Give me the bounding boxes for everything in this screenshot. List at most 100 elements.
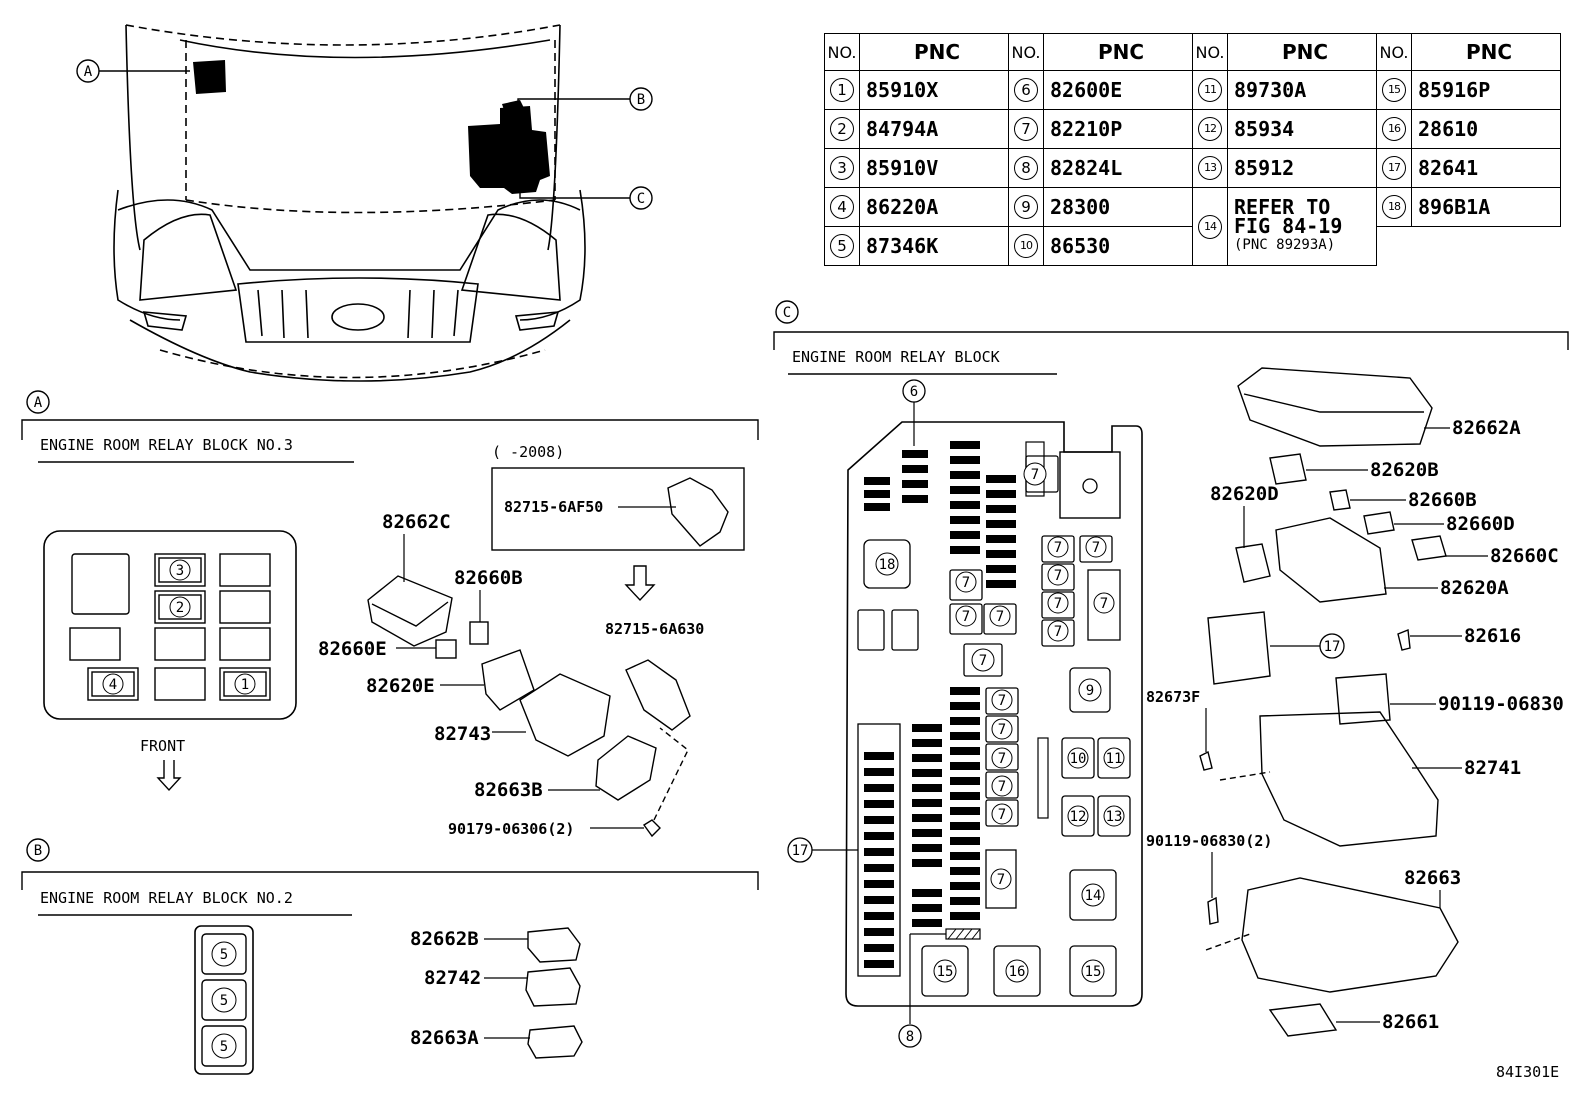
- svg-text:7: 7: [1031, 467, 1039, 483]
- header-pnc: PNC: [859, 33, 1009, 71]
- callout-a: A: [76, 59, 190, 83]
- pnc-value: 28300: [1043, 187, 1193, 227]
- relay-82620b-shape: [1269, 453, 1307, 485]
- slot-4: 4: [102, 673, 124, 695]
- header-no: NO.: [824, 33, 860, 71]
- part-label-82620B: 82620B: [1370, 459, 1439, 481]
- svg-text:17: 17: [792, 843, 809, 859]
- bracket-old-shape: [667, 477, 729, 547]
- block-location-b-shape: [502, 100, 526, 116]
- svg-text:7: 7: [997, 872, 1005, 888]
- refer-note: REFER TO FIG 84-19 (PNC 89293A): [1227, 187, 1377, 266]
- refer-line: FIG 84-19: [1234, 214, 1343, 238]
- svg-text:7: 7: [998, 779, 1006, 795]
- svg-text:18: 18: [879, 557, 896, 573]
- vehicle-front-view: [113, 24, 586, 382]
- svg-text:7: 7: [996, 609, 1004, 625]
- bracket-new-shape: [625, 659, 691, 731]
- part-label-90179-06306: 90179-06306(2): [448, 820, 574, 838]
- svg-text:7: 7: [962, 575, 970, 591]
- bracket-82661-shape: [1268, 1003, 1338, 1037]
- relay-82660e-shape: [435, 639, 457, 659]
- item-number: 3: [830, 156, 854, 180]
- year-note: ( -2008): [492, 443, 564, 461]
- relay-82620e-shape: [481, 649, 535, 711]
- part-label-82620D: 82620D: [1210, 483, 1279, 505]
- section-c-marker: C: [783, 305, 791, 321]
- section-a: A ENGINE ROOM RELAY BLOCK NO.3 3 2 4 1: [21, 390, 759, 838]
- svg-text:11: 11: [1106, 751, 1123, 767]
- slot-1: 1: [234, 673, 256, 695]
- svg-text:7: 7: [962, 609, 970, 625]
- svg-text:8: 8: [906, 1029, 914, 1045]
- pnc-value: 89730A: [1227, 70, 1377, 110]
- svg-text:12: 12: [1070, 809, 1087, 825]
- slot-label: 5: [220, 1039, 228, 1055]
- cover-82662c-shape: [367, 575, 453, 647]
- svg-text:7: 7: [1054, 624, 1062, 640]
- pnc-value: 84794A: [859, 109, 1009, 149]
- part-label-82660D: 82660D: [1446, 513, 1515, 535]
- pnc-value: 85912: [1227, 148, 1377, 188]
- item-number: 8: [1014, 156, 1038, 180]
- pnc-value: 86530: [1043, 226, 1193, 266]
- block-location-c-shape: [468, 106, 550, 194]
- part-label-82660B-c: 82660B: [1408, 489, 1477, 511]
- item-number: 10: [1014, 234, 1038, 258]
- svg-text:7: 7: [998, 722, 1006, 738]
- svg-text:13: 13: [1106, 809, 1123, 825]
- block-location-a-shape: [193, 60, 226, 94]
- part-label-82663: 82663: [1404, 867, 1461, 889]
- part-label-82741: 82741: [1464, 757, 1521, 779]
- svg-text:10: 10: [1070, 751, 1087, 767]
- svg-text:7: 7: [998, 751, 1006, 767]
- relay-block-no2-outline: [194, 925, 254, 1075]
- svg-text:6: 6: [910, 384, 918, 400]
- engine-room-relay-block-outline: [845, 421, 1143, 1007]
- case-82663-shape: [1241, 877, 1459, 993]
- relay-82660c-shape: [1411, 535, 1447, 561]
- table-row: 4 86220A 9 28300 14 REFER TO FIG 84-19 (…: [824, 187, 1561, 266]
- section-a-title: ENGINE ROOM RELAY BLOCK NO.3: [40, 436, 293, 454]
- block-82741-shape: [1259, 711, 1439, 847]
- slot-5: 5: [211, 941, 237, 967]
- relay-82660b-shape: [469, 621, 489, 645]
- part-label-82715-6A630: 82715-6A630: [605, 620, 704, 638]
- section-b-title: ENGINE ROOM RELAY BLOCK NO.2: [40, 889, 293, 907]
- slot-label: 4: [109, 677, 117, 693]
- section-b-marker: B: [34, 843, 42, 859]
- callout-b: B: [517, 87, 653, 111]
- section-c-title: ENGINE ROOM RELAY BLOCK: [792, 348, 1000, 366]
- table-row: 2 84794A 7 82210P 12 85934 16 28610: [824, 109, 1561, 149]
- part-label-82662B: 82662B: [410, 928, 479, 950]
- part-label-82616: 82616: [1464, 625, 1521, 647]
- item-number: 4: [830, 195, 854, 219]
- relay-82660d-shape: [1363, 511, 1395, 535]
- slot-2: 2: [169, 596, 191, 618]
- slot-3: 3: [169, 559, 191, 581]
- block-82742-shape: [525, 967, 581, 1007]
- front-arrow-icon: [156, 760, 182, 792]
- part-label-90119-06830-2: 90119-06830(2): [1146, 832, 1272, 850]
- callout-b-label: B: [637, 92, 645, 108]
- part-label-82742: 82742: [424, 967, 481, 989]
- cover-82662a-shape: [1237, 367, 1433, 447]
- part-label-82663A: 82663A: [410, 1027, 479, 1049]
- item-number: 11: [1198, 78, 1222, 102]
- svg-text:15: 15: [937, 964, 954, 980]
- item-number: 7: [1014, 117, 1038, 141]
- pnc-table: NO. PNC NO. PNC NO. PNC NO. PNC 1 85910X…: [824, 33, 1561, 266]
- part-label-82661: 82661: [1382, 1011, 1439, 1033]
- pnc-value: 896B1A: [1411, 187, 1561, 227]
- item-number: 12: [1198, 117, 1222, 141]
- refer-line: REFER TO: [1234, 195, 1331, 219]
- case-82663a-shape: [527, 1025, 583, 1059]
- svg-text:7: 7: [1054, 540, 1062, 556]
- slot-label: 1: [241, 677, 249, 693]
- item-number: 16: [1382, 117, 1406, 141]
- pnc-value: 82210P: [1043, 109, 1193, 149]
- item-number: 13: [1198, 156, 1222, 180]
- part-label-82673F: 90119-06830: [1438, 693, 1564, 715]
- cover-82662b-shape: [527, 927, 581, 963]
